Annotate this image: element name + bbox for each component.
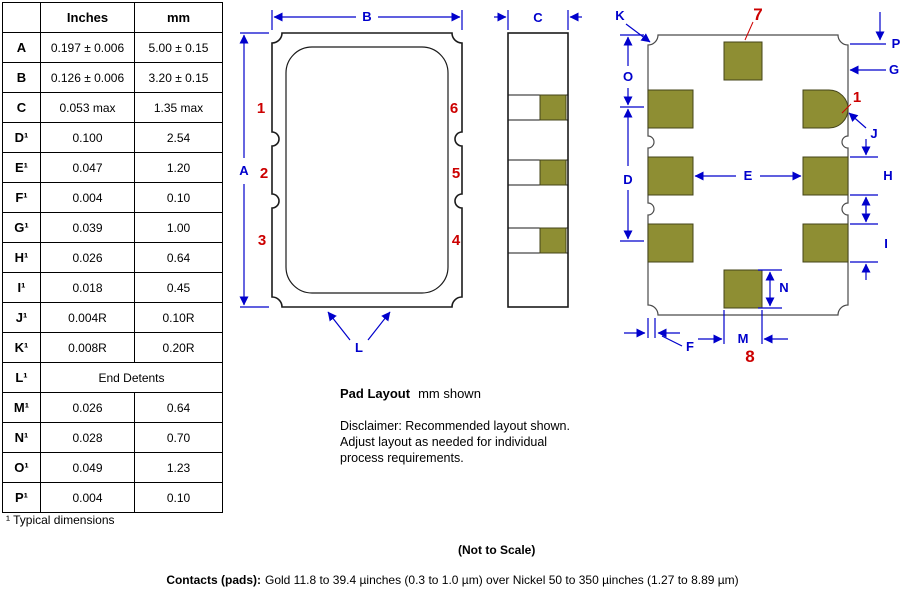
- dim-label-e: E: [744, 168, 753, 183]
- pad-1-rounded: [802, 89, 849, 129]
- pads: [647, 41, 849, 309]
- dim-label-m: M: [738, 331, 749, 346]
- pin-6-label: 6: [450, 100, 458, 117]
- pad-layout-title: Pad Layout: [340, 386, 411, 401]
- table-row: D¹ 0.100 2.54: [2, 122, 223, 153]
- table-row: H¹ 0.026 0.64: [2, 242, 223, 273]
- table-row: C 0.053 max 1.35 max: [2, 92, 223, 123]
- table-row: P¹ 0.004 0.10: [2, 482, 223, 513]
- pin-4-label: 4: [452, 232, 461, 249]
- pin-numbers: 1 2 3 6 5 4: [257, 100, 461, 249]
- pad-1-number: 1: [853, 89, 861, 106]
- dim-B: B: [271, 9, 463, 30]
- pin-3-label: 3: [258, 232, 266, 249]
- pad-mid-right: [802, 156, 849, 196]
- side-pad: [539, 227, 567, 254]
- dim-label-h: H: [883, 168, 892, 183]
- package-side-view: C: [494, 10, 582, 308]
- pad-8: [723, 269, 763, 309]
- dim-label-f: F: [686, 339, 694, 354]
- dim-C: C: [494, 10, 582, 30]
- pad-layout-heading: Pad Layout mm shown: [340, 386, 481, 401]
- pad-layout-units: mm shown: [418, 386, 481, 401]
- dim-A: A: [239, 32, 269, 308]
- dim-label-d: D: [623, 172, 632, 187]
- table-row: M¹ 0.026 0.64: [2, 392, 223, 423]
- dim-label-j: J: [870, 126, 877, 141]
- dim-label-n: N: [779, 280, 788, 295]
- dim-label-l: L: [355, 340, 363, 355]
- dim-label-g: G: [889, 62, 899, 77]
- table-row: I¹ 0.018 0.45: [2, 272, 223, 303]
- disclaimer-line: process requirements.: [340, 451, 464, 465]
- not-to-scale-label: (Not to Scale): [458, 543, 536, 557]
- contacts-note: Contacts (pads):Gold 11.8 to 39.4 µinche…: [0, 573, 905, 587]
- table-row: N¹ 0.028 0.70: [2, 422, 223, 453]
- pad-7-number: 7: [753, 5, 762, 24]
- table-header-row: Inches mm: [2, 2, 223, 33]
- table-footnote: ¹ Typical dimensions: [6, 513, 115, 527]
- side-castellation-pads: [539, 94, 567, 254]
- pad-bottom-right: [802, 223, 849, 263]
- dim-label-a: A: [239, 163, 249, 178]
- table-row: L¹ End Detents: [2, 362, 223, 393]
- table-row: G¹ 0.039 1.00: [2, 212, 223, 243]
- table-row: F¹ 0.004 0.10: [2, 182, 223, 213]
- dim-label-k: K: [615, 8, 625, 23]
- pin-2-label: 2: [260, 165, 268, 182]
- pad-bottom-left: [647, 223, 694, 263]
- disclaimer-text: Disclaimer: Recommended layout shown. Ad…: [340, 418, 570, 466]
- pad-top-left: [647, 89, 694, 129]
- dim-label-p: P: [892, 36, 901, 51]
- table-row: K¹ 0.008R 0.20R: [2, 332, 223, 363]
- pad-layout-view: K O D E H I N M F P G J 7 8 1: [615, 5, 900, 366]
- contacts-label: Contacts (pads):: [166, 573, 261, 587]
- pad-dimension-labels: K O D E H I N M F P G J 7 8 1: [615, 5, 900, 366]
- side-pad: [539, 159, 567, 186]
- pad-layout-outline: [647, 34, 849, 316]
- corner-cell: [2, 2, 41, 33]
- col-header-mm: mm: [134, 2, 223, 33]
- contacts-text: Gold 11.8 to 39.4 µinches (0.3 to 1.0 µm…: [264, 573, 739, 587]
- table-row: A 0.197 ± 0.006 5.00 ± 0.15: [2, 32, 223, 63]
- col-header-inches: Inches: [40, 2, 135, 33]
- pad-8-number: 8: [745, 347, 754, 366]
- disclaimer-line: Disclaimer: Recommended layout shown.: [340, 419, 570, 433]
- dim-label-o: O: [623, 69, 633, 84]
- table-row: E¹ 0.047 1.20: [2, 152, 223, 183]
- dimension-table: Inches mm A 0.197 ± 0.006 5.00 ± 0.15 B …: [2, 2, 223, 513]
- table-row: B 0.126 ± 0.006 3.20 ± 0.15: [2, 62, 223, 93]
- table-row: J¹ 0.004R 0.10R: [2, 302, 223, 333]
- package-top-view: B A 1 2 3 6 5 4 L: [239, 9, 463, 355]
- dim-label-b: B: [362, 9, 371, 24]
- end-detents-cell: End Detents: [40, 362, 223, 393]
- pad-dimension-lines: [620, 12, 886, 347]
- pin-1-label: 1: [257, 100, 265, 117]
- pad-7: [723, 41, 763, 81]
- side-pad: [539, 94, 567, 121]
- pin-5-label: 5: [452, 165, 460, 182]
- dim-label-c: C: [533, 10, 543, 25]
- package-cavity-outline: [285, 46, 449, 294]
- disclaimer-line: Adjust layout as needed for individual: [340, 435, 548, 449]
- table-row: O¹ 0.049 1.23: [2, 452, 223, 483]
- dim-label-i: I: [884, 236, 888, 251]
- dim-L: L: [327, 311, 391, 355]
- pad-mid-left: [647, 156, 694, 196]
